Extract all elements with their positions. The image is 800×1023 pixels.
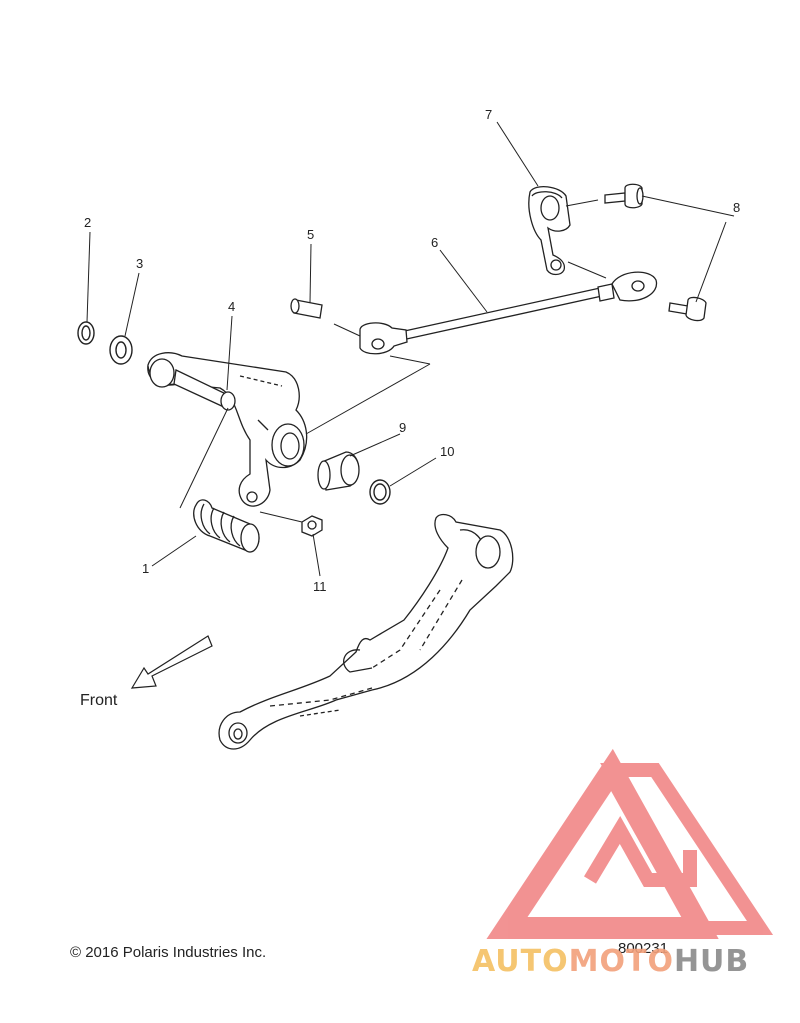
callout-3: 3 [136,256,143,271]
callout-1: 1 [142,561,149,576]
callout-2: 2 [84,215,91,230]
part-1-peg-rubber [193,499,260,553]
watermark-auto: AUTO [472,944,569,979]
callout-4: 4 [228,299,235,314]
callout-10: 10 [440,444,454,459]
part-11-nut [301,515,323,537]
diagram-number: 800231 [618,940,669,957]
part-4-shift-lever [147,352,308,507]
part-3-washer [109,335,133,365]
watermark-hub: HUB [673,944,750,979]
watermark-wordmark: AUTOMOTOHUB [472,944,749,979]
part-8-bolt-lower [668,296,707,322]
part-9-bushing [317,451,360,491]
leader-lines [86,121,735,577]
callout-8: 8 [733,200,740,215]
callout-9: 9 [399,420,406,435]
part-2-retaining-clip [77,321,95,345]
callout-6: 6 [431,235,438,250]
front-direction-arrow [130,635,213,689]
part-5-pin [290,298,323,319]
front-label: Front [80,692,118,709]
callout-7: 7 [485,107,492,122]
part-6-shift-rod [359,271,658,355]
part-7-shift-arm [528,186,571,276]
footrest-bracket [218,513,514,750]
callout-5: 5 [307,227,314,242]
part-10-o-ring [369,479,391,505]
callout-labels: 1 2 3 4 5 6 7 8 9 10 11 [84,107,740,594]
watermark-logo [486,748,774,939]
copyright-notice: © 2016 Polaris Industries Inc. [70,944,267,961]
callout-11: 11 [313,579,327,594]
part-8-bolt-upper [604,183,644,209]
watermark-moto: MOTO [568,944,674,979]
